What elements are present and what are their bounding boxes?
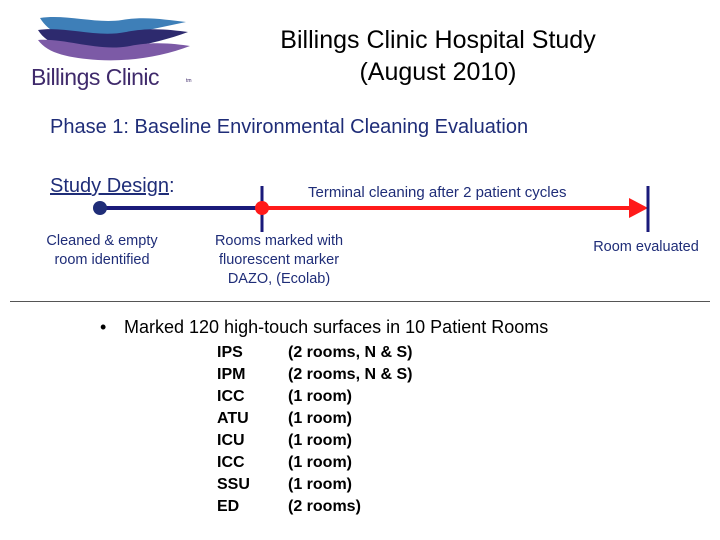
timeline-diagram [93,186,650,232]
event-line: Room evaluated [593,239,699,255]
unit-name: ICC [217,388,245,405]
unit-rooms: (1 room) [288,432,352,449]
unit-name: ICU [217,432,245,449]
unit-name: ATU [217,410,249,427]
unit-rooms: (1 room) [288,410,352,427]
unit-name: SSU [217,476,250,493]
unit-rooms: (1 room) [288,388,352,405]
unit-rooms: (1 room) [288,476,352,493]
phase-heading: Phase 1: Baseline Environmental Cleaning… [50,116,529,138]
unit-rooms: (2 rooms, N & S) [288,344,413,361]
billings-clinic-logo: Billings Clinic tm [26,14,196,90]
unit-name: IPM [217,366,246,383]
event-room-identified: Cleaned & empty room identified [22,232,182,270]
event-line: Rooms marked with [214,233,344,249]
unit-name: IPS [217,344,243,361]
slide-title: Billings Clinic Hospital Study (August 2… [228,24,648,88]
event-line: DAZO, (Ecolab) [227,271,331,287]
unit-name: ICC [217,454,245,471]
bullet-marker: • [100,317,107,337]
timeline-segment-label: Terminal cleaning after 2 patient cycles [308,184,567,201]
logo-trademark: tm [186,78,192,84]
title-line-2: (August 2010) [359,58,517,86]
title-line-1: Billings Clinic Hospital Study [280,26,596,54]
event-line: room identified [54,252,150,268]
timeline-mid-dot [255,201,269,215]
bullet-point: • Marked 120 high-touch surfaces in 10 Pa… [100,317,548,338]
timeline-start-dot [93,201,107,215]
event-room-evaluated: Room evaluated [578,238,714,257]
unit-name: ED [217,498,240,515]
study-design-colon: : [168,175,175,197]
event-line: Cleaned & empty [46,233,158,249]
study-design-heading: Study Design: [50,175,175,198]
event-line: fluorescent marker [218,252,340,268]
bullet-text: Marked 120 high-touch surfaces in 10 Pat… [124,317,549,337]
unit-rooms: (2 rooms) [288,498,361,515]
unit-rooms: (2 rooms, N & S) [288,366,413,383]
logo-wordmark: Billings Clinic [31,64,159,90]
study-design-label: Study Design [50,175,169,197]
timeline-arrowhead [629,198,648,218]
divider [10,301,710,302]
logo-wave-icon [38,17,190,61]
event-rooms-marked: Rooms marked with fluorescent marker DAZ… [194,232,364,289]
unit-rooms: (1 room) [288,454,352,471]
